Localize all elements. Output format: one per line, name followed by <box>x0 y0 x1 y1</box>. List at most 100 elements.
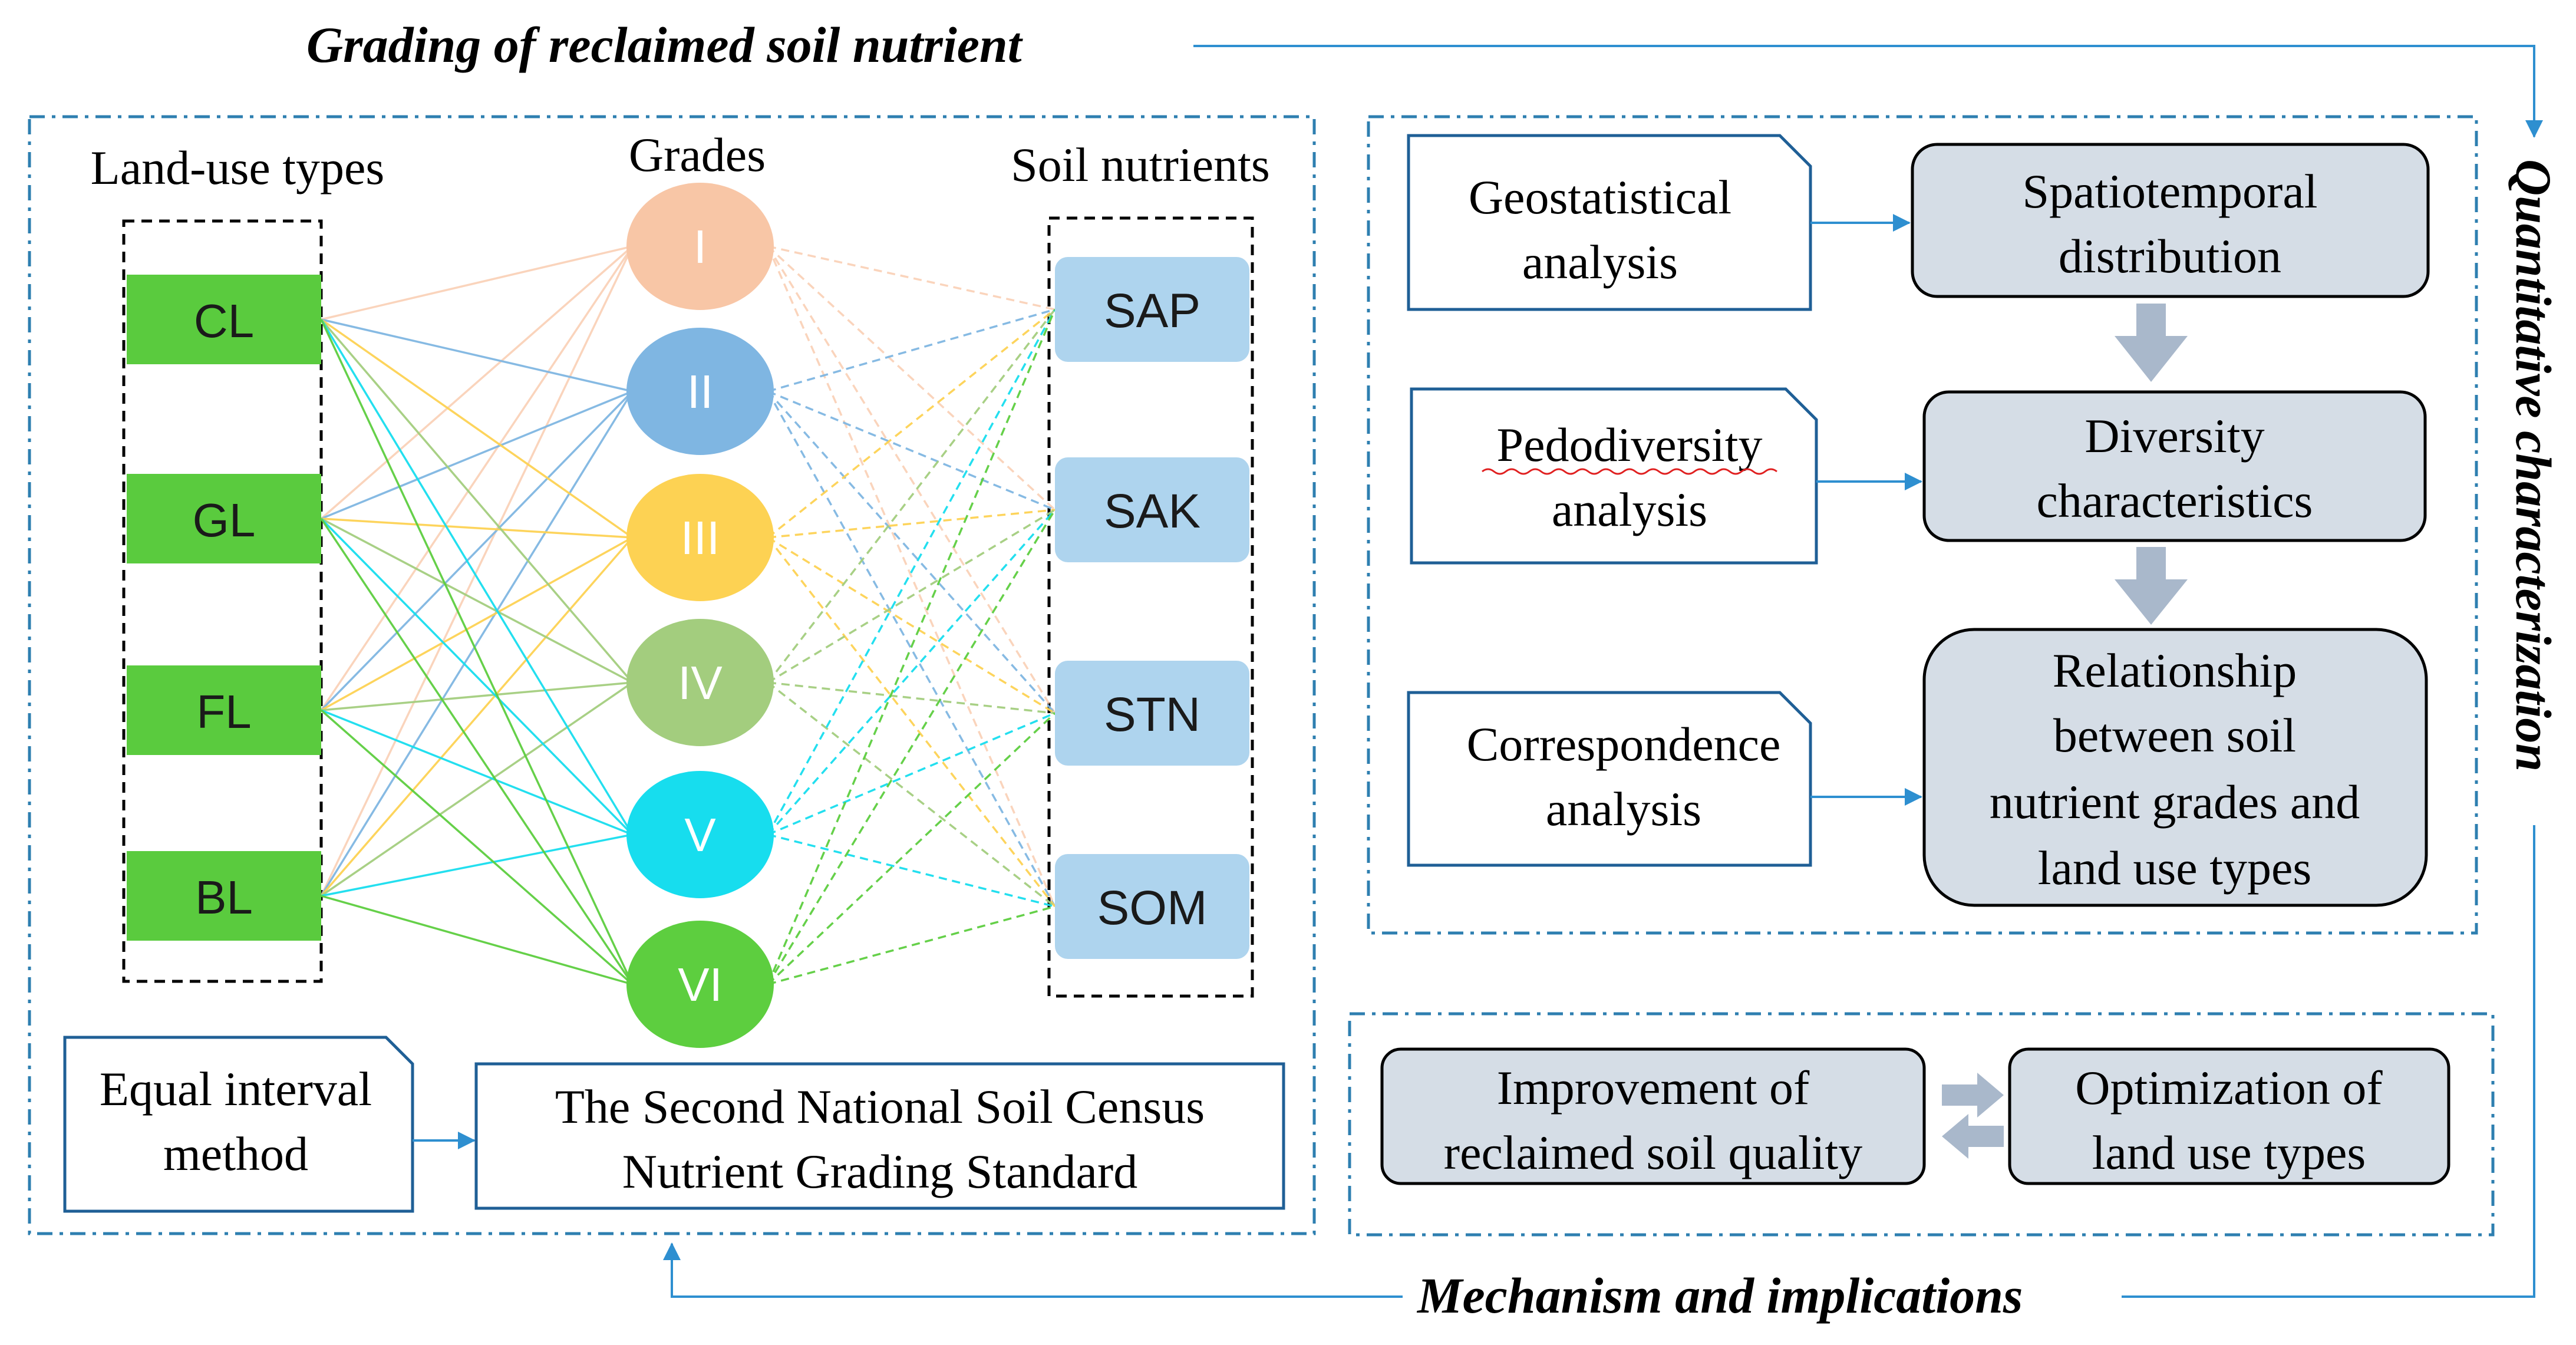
grade-nutrient-link <box>767 245 1056 511</box>
land-grade-link <box>320 246 634 896</box>
land-grade-link <box>320 318 634 684</box>
spatiotemporal-text-1: Spatiotemporal <box>2022 164 2317 218</box>
soil-nutrient-som: SOM <box>1055 854 1249 959</box>
grade-nutrient-link <box>767 536 1056 908</box>
optimization-text-2: land use types <box>2092 1126 2366 1179</box>
soil-nutrient-label: STN <box>1104 688 1200 741</box>
land-use-box <box>127 851 321 941</box>
left-thick-arrow <box>1942 1114 2004 1159</box>
grade-circle <box>626 474 774 601</box>
grading-standard-text-2: Nutrient Grading Standard <box>622 1145 1137 1198</box>
grade-iii: III <box>626 474 774 601</box>
grade-nutrient-link <box>767 509 1056 684</box>
grade-nutrient-link <box>767 309 1056 985</box>
relationship-box <box>1922 628 2428 907</box>
mechanism-to-grading-arrow <box>663 1242 1403 1298</box>
grades-header: Grades <box>629 128 766 182</box>
grade-label: IV <box>678 657 723 709</box>
land-use-label: GL <box>193 494 256 546</box>
land-grade-link <box>320 517 634 836</box>
land-grade-link <box>321 681 633 897</box>
spellcheck-underline <box>1482 468 1777 475</box>
grade-label: III <box>681 512 720 564</box>
land-grade-link <box>321 517 633 684</box>
land-grade-link <box>321 536 633 711</box>
soil-nutrient-sap: SAP <box>1055 257 1249 362</box>
mechanism-panel-frame <box>1348 1012 2495 1237</box>
grade-nutrient-link <box>767 509 1056 985</box>
grade-i: I <box>626 183 774 310</box>
land-use-type-gl: GL <box>127 474 321 563</box>
quantitative-title: Quantitative characterization <box>2505 159 2562 772</box>
grade-nutrient-link <box>767 309 1056 835</box>
quant-to-mechanism-line <box>2122 825 2535 1298</box>
land-grade-link <box>320 245 634 520</box>
grade-circle <box>626 328 774 455</box>
land-grade-link <box>320 518 634 985</box>
land-use-box <box>127 275 321 364</box>
land-use-label: FL <box>196 685 251 738</box>
soil-nutrient-list: SAP SAK STN SOM <box>1055 257 1249 959</box>
improvement-text-1: Improvement of <box>1497 1061 1810 1115</box>
diversity-characteristics-box <box>1922 390 2427 542</box>
soil-nutrient-label: SOM <box>1097 881 1208 935</box>
land-grade-link <box>321 833 633 897</box>
soil-nutrient-stn: STN <box>1055 661 1249 766</box>
grade-label: V <box>684 809 716 861</box>
grade-nutrient-link <box>767 308 1056 393</box>
grade-nutrient-link <box>767 681 1056 908</box>
spatiotemporal-distribution-box <box>1911 143 2430 298</box>
soil-nutrient-label: SAK <box>1104 484 1200 538</box>
optimization-text-1: Optimization of <box>2075 1061 2383 1115</box>
grade-circle <box>626 921 774 1048</box>
geostatistical-text-1: Geostatistical <box>1469 170 1731 224</box>
spatiotemporal-text-2: distribution <box>2059 229 2281 283</box>
land-grade-link <box>320 318 634 539</box>
land-grade-link <box>320 709 634 985</box>
soil-nutrient-box <box>1055 257 1249 362</box>
grade-ii: II <box>626 328 774 455</box>
grade-nutrient-link <box>767 308 1056 539</box>
correspondence-analysis-box <box>1407 691 1812 867</box>
grading-to-quant-arrow <box>1193 45 2543 138</box>
improvement-box <box>1380 1047 1926 1185</box>
grading-standard-box <box>474 1062 1285 1210</box>
relationship-text-4: land use types <box>2038 841 2312 895</box>
relationship-text-1: Relationship <box>2053 644 2297 697</box>
land-grade-link <box>321 390 633 520</box>
pedodiversity-text-1: Pedodiversity <box>1497 418 1763 472</box>
grade-nutrient-link <box>767 509 1056 836</box>
soil-nutrient-box <box>1055 854 1249 959</box>
grade-iv: IV <box>626 619 774 746</box>
pedodiversity-analysis-box <box>1410 387 1818 565</box>
land-grade-link <box>320 319 634 835</box>
land-use-box <box>127 474 321 563</box>
land-grade-link <box>321 318 633 393</box>
land-grade-link <box>320 319 634 985</box>
relationship-text-2: between soil <box>2053 708 2296 762</box>
relationship-text-3: nutrient grades and <box>1990 775 2360 829</box>
grade-v: V <box>626 771 774 898</box>
geostatistical-analysis-box <box>1407 134 1812 311</box>
nutrient-group-border <box>1047 216 1254 998</box>
grade-nutrient-link <box>767 712 1056 985</box>
down-arrow-2 <box>2115 547 2188 625</box>
pedodiversity-text-2: analysis <box>1552 483 1707 536</box>
soil-nutrient-box <box>1055 457 1249 562</box>
grade-label: I <box>694 220 707 273</box>
diversity-text-2: characteristics <box>2037 474 2313 528</box>
grade-label: II <box>687 365 713 418</box>
optimization-box <box>2008 1047 2450 1185</box>
land-use-box <box>127 665 321 755</box>
correspondence-text-1: Correspondence <box>1467 717 1781 771</box>
land-use-type-bl: BL <box>127 851 321 941</box>
grade-nutrient-link <box>767 536 1056 714</box>
correspondence-text-2: analysis <box>1546 782 1701 836</box>
land-use-type-fl: FL <box>127 665 321 755</box>
land-use-group-border <box>122 219 323 983</box>
geostatistical-text-2: analysis <box>1522 235 1678 289</box>
land-use-header: Land-use types <box>91 141 385 195</box>
grade-nutrient-link <box>767 390 1056 714</box>
grade-vi: VI <box>626 921 774 1048</box>
